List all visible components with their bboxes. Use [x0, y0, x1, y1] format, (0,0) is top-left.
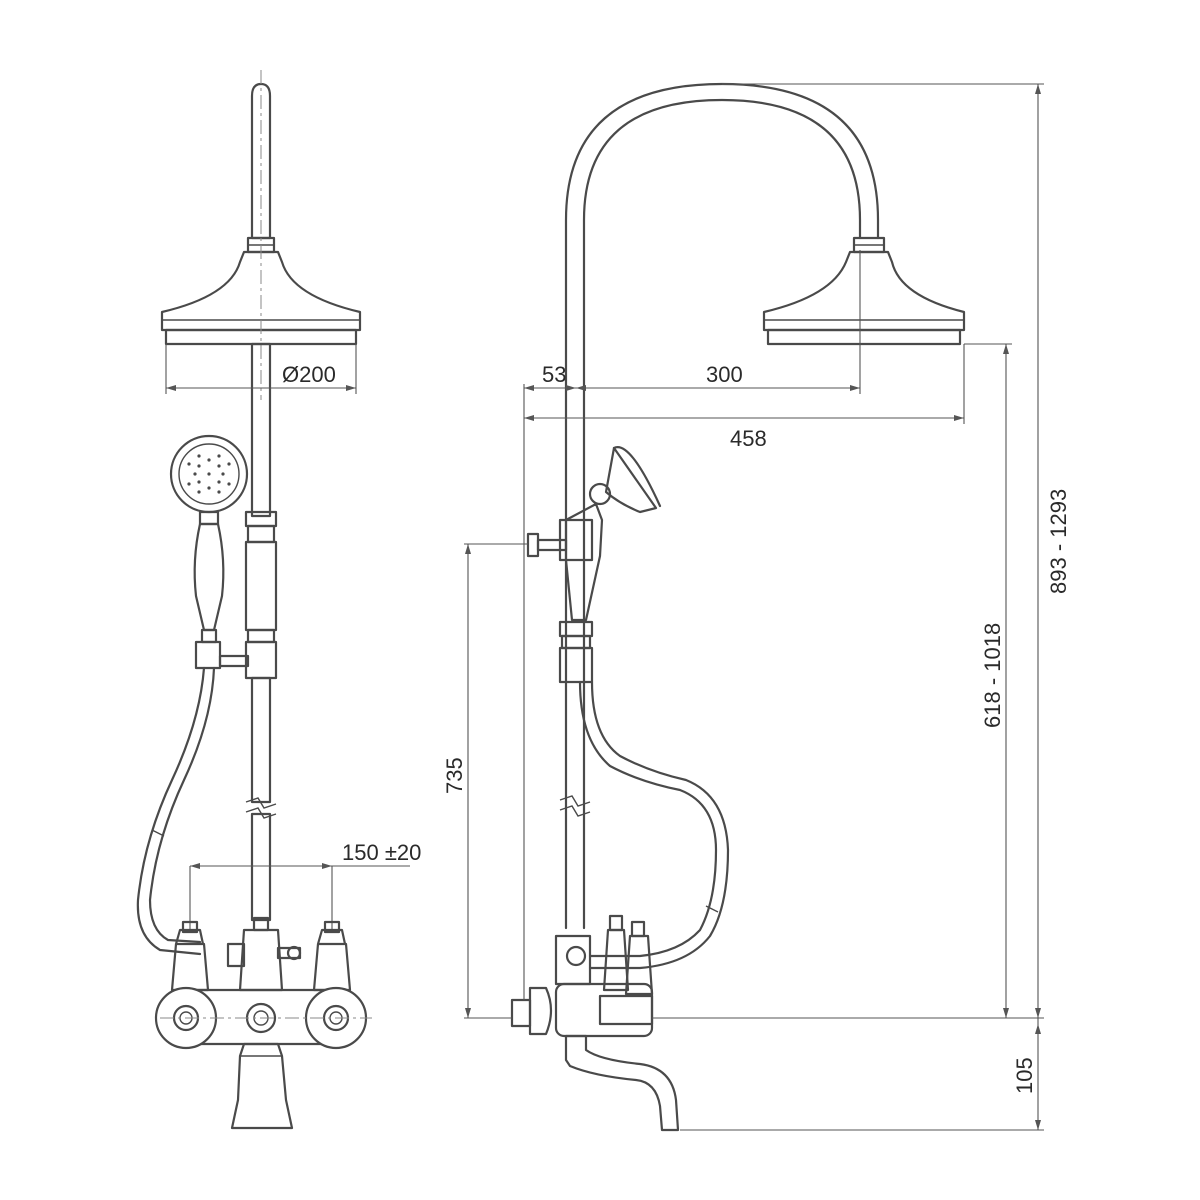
side-wall-bracket [526, 532, 540, 558]
dim-overall-reach: 458 [730, 426, 767, 451]
side-hand-shower-handle [564, 502, 604, 622]
front-handshower-holder-arm [218, 654, 250, 668]
front-view [136, 70, 372, 1130]
side-spout [564, 1034, 680, 1132]
front-riser-pipe-top [250, 82, 272, 240]
side-view [510, 82, 966, 1132]
dim-arm-reach: 300 [706, 362, 743, 387]
side-hose [578, 680, 718, 958]
side-riser-arc [564, 82, 880, 930]
dim-bracket-height: 735 [442, 757, 467, 794]
side-escutcheon [528, 986, 553, 1036]
side-mixer-body [554, 982, 654, 1038]
front-handshower-holder [194, 640, 222, 670]
front-hand-shower-nozzles [187, 454, 231, 494]
side-wall-connector [510, 998, 532, 1028]
side-shower-head [762, 250, 966, 332]
side-shower-head-rim [766, 328, 962, 346]
front-hand-shower-handle [193, 522, 225, 632]
front-right-handle [312, 928, 352, 992]
dim-overall-height: 893 - 1293 [1046, 489, 1071, 594]
side-hand-shower-head [604, 446, 658, 514]
dimension-lines [165, 83, 1044, 1131]
front-left-handle [170, 928, 210, 992]
front-main-column [250, 342, 272, 518]
front-main-column-lower [250, 676, 272, 804]
front-shower-head [160, 250, 362, 332]
dim-column-offset: 53 [542, 362, 566, 387]
front-main-column-bottom [250, 812, 272, 922]
dim-head-height: 618 - 1018 [980, 623, 1005, 728]
side-slider [558, 620, 594, 638]
front-spout [230, 1042, 294, 1130]
dim-head-diameter: Ø200 [282, 362, 336, 387]
dim-valve-spacing: 150 ±20 [342, 840, 421, 865]
dim-spout-drop: 105 [1012, 1057, 1037, 1094]
side-hot-handle [602, 928, 630, 992]
front-slider-upper [244, 510, 278, 528]
